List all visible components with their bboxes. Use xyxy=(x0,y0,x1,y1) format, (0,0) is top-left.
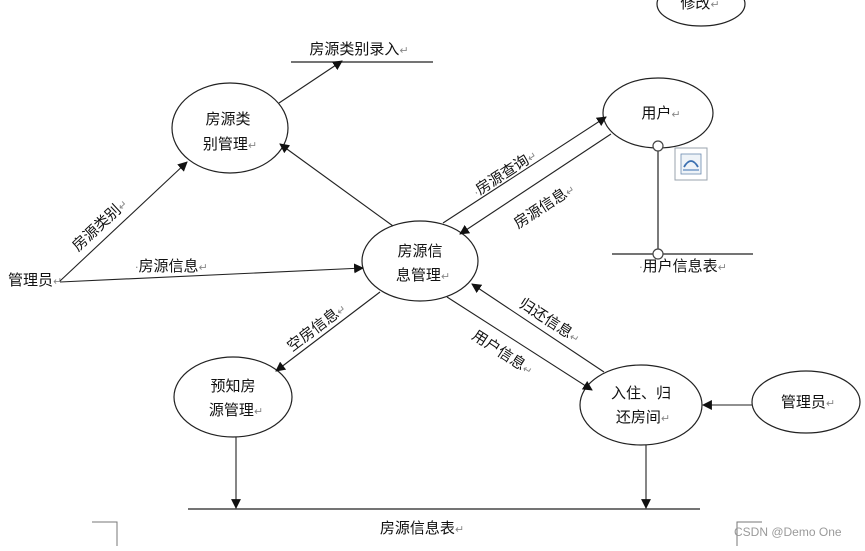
flow-label-vacancy-info: 空房信息↵ xyxy=(284,299,350,355)
node-modify-label: 修改 xyxy=(680,0,710,12)
store-user-table: ·用户信息表↵ xyxy=(612,253,753,275)
node-admin-right-label: 管理员 xyxy=(781,393,826,411)
flow-label-user-info: 用户信息↵ xyxy=(469,326,537,379)
flow-admin-to-info xyxy=(59,263,364,283)
flow-info-to-checkin xyxy=(446,296,593,391)
node-admin-right: 管理员↵ xyxy=(751,370,861,434)
node-info-line2: 息管理 xyxy=(396,266,441,284)
page-corner-mark-right xyxy=(736,521,762,546)
connector-handle-top[interactable] xyxy=(652,140,664,152)
flow-info-to-user xyxy=(442,116,607,224)
node-category-management: 房源类 别管理↵ xyxy=(171,82,289,174)
layout-options-icon[interactable] xyxy=(674,147,708,181)
flow-label-housing-query: ·房源查询↵ xyxy=(469,146,540,201)
svg-text:·用户信息表↵: ·用户信息表↵ xyxy=(639,257,727,275)
node-predict-line2: 源管理 xyxy=(209,401,254,419)
flow-label-housing-info-admin: ·房源信息↵ xyxy=(135,257,208,275)
node-predict-management: 预知房 源管理↵ xyxy=(173,356,293,438)
node-checkin-line1: 入住、归 xyxy=(611,384,671,402)
flow-checkin-to-info xyxy=(471,283,605,373)
connector-handle-bottom[interactable] xyxy=(652,248,664,260)
flow-label-housing-info-user: 房源信息↵ xyxy=(510,180,578,233)
node-predict-line1: 预知房 xyxy=(210,377,255,395)
connector-user-to-user-table[interactable] xyxy=(652,140,664,260)
node-checkin-return: 入住、归 还房间↵ xyxy=(579,364,703,446)
flow-admin-to-category xyxy=(59,161,188,282)
flow-info-to-category xyxy=(279,143,394,227)
svg-text:源管理↵: 源管理↵ xyxy=(209,401,263,419)
svg-text:修改↵: 修改↵ xyxy=(680,0,719,12)
svg-text:息管理↵: 息管理↵ xyxy=(396,266,450,284)
svg-text:房源信息表↵: 房源信息表↵ xyxy=(380,519,464,537)
svg-text:房源类别录入↵: 房源类别录入↵ xyxy=(309,40,408,58)
node-modify: 修改↵ xyxy=(656,0,746,27)
svg-text:还房间↵: 还房间↵ xyxy=(616,408,670,426)
entity-admin-left: 管理员↵ xyxy=(8,271,62,289)
node-category-line2: 别管理 xyxy=(203,135,248,153)
svg-text:别管理↵: 别管理↵ xyxy=(203,135,257,153)
node-info-line1: 房源信 xyxy=(397,242,442,260)
page-corner-mark-left xyxy=(92,521,118,546)
svg-text:管理员↵: 管理员↵ xyxy=(781,393,835,411)
flow-info-to-predict xyxy=(275,291,381,372)
flow-label-housing-category: 房源类别↵ xyxy=(68,195,131,255)
node-info-management: 房源信 息管理↵ xyxy=(361,220,479,302)
watermark: CSDN @Demo One xyxy=(734,525,842,539)
node-checkin-line2: 还房间 xyxy=(616,408,661,426)
flow-user-to-info xyxy=(459,133,612,235)
flow-to-category-entry xyxy=(278,60,343,104)
node-user-label: 用户 xyxy=(641,104,671,122)
node-user: 用户↵ xyxy=(602,77,714,149)
store-housing-table: 房源信息表↵ xyxy=(188,508,700,537)
node-category-line1: 房源类 xyxy=(205,110,250,128)
svg-text:用户↵: 用户↵ xyxy=(641,104,680,122)
store-category-entry: 房源类别录入↵ xyxy=(291,40,433,63)
